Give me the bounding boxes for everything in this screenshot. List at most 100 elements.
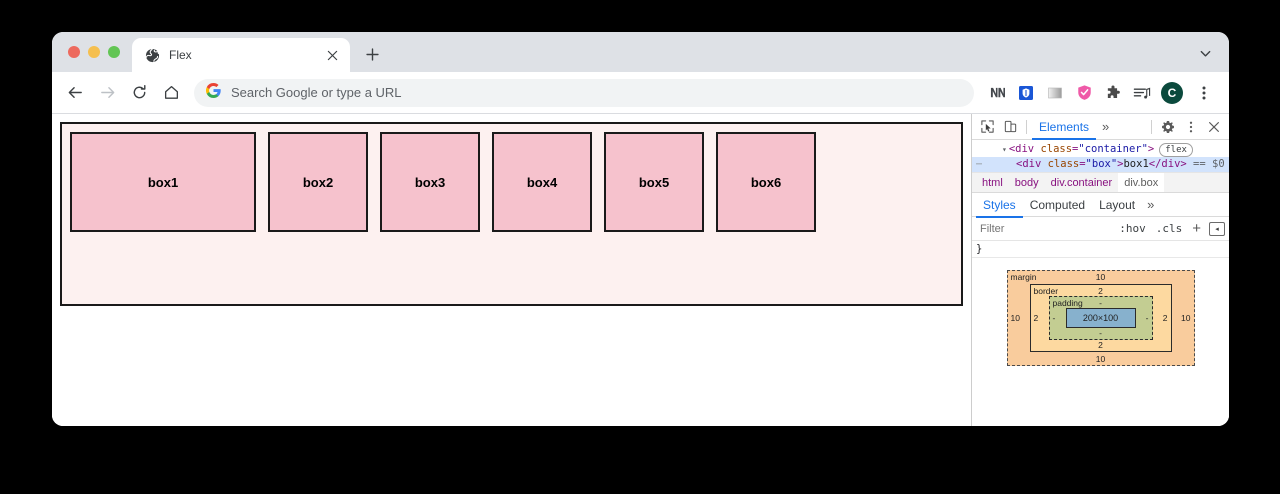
box-label: box1 [147, 174, 179, 190]
dom-eq: = [1072, 143, 1079, 155]
disclosure-triangle-icon[interactable]: ▾ [1002, 145, 1007, 154]
tab-elements[interactable]: Elements [1032, 114, 1097, 140]
margin-bottom-value[interactable]: 10 [1095, 354, 1106, 364]
forward-button[interactable] [92, 78, 122, 108]
box-label: box5 [638, 174, 670, 190]
hov-button[interactable]: :hov [1119, 222, 1146, 235]
dom-node-content: <div class="box">box1</div> == $0 [990, 157, 1225, 172]
reload-button[interactable] [124, 78, 154, 108]
dom-close-bracket: > [1147, 143, 1155, 155]
dom-open-tag: <div [1016, 158, 1048, 170]
flex-item-box2: box2 [268, 132, 368, 232]
padding-bottom-value[interactable]: - [1099, 328, 1102, 338]
news-extension-icon[interactable] [984, 80, 1010, 106]
close-tab-button[interactable] [324, 47, 340, 63]
flex-container: box1 box2 box3 box4 box5 box6 [60, 122, 963, 306]
styles-pane-body: margin 10 10 10 10 border 2 2 2 2 pa [972, 258, 1229, 426]
browser-menu-button[interactable] [1189, 78, 1219, 108]
browser-toolbar: Search Google or type a URL [52, 72, 1229, 114]
dom-attr-name: class [1040, 143, 1073, 155]
filter-input[interactable] [976, 219, 1112, 238]
styles-filter-row: :hov .cls + ◂ [972, 217, 1229, 241]
media-playlist-icon[interactable] [1129, 80, 1155, 106]
box-model-diagram: margin 10 10 10 10 border 2 2 2 2 pa [972, 258, 1229, 366]
flex-badge[interactable]: flex [1159, 143, 1193, 157]
dom-close-bracket: > [1117, 158, 1124, 170]
gray-extension-icon[interactable] [1042, 80, 1068, 106]
box-model-content-size[interactable]: 200×100 [1065, 308, 1136, 328]
margin-left-value[interactable]: 10 [1010, 313, 1020, 323]
breadcrumb-item-body[interactable]: body [1014, 176, 1039, 189]
flex-item-box5: box5 [604, 132, 704, 232]
cls-button[interactable]: .cls [1155, 222, 1183, 235]
toolbar-divider [1026, 119, 1027, 134]
tab-layout[interactable]: Layout [1099, 197, 1136, 212]
dom-node-container[interactable]: ▾<div class="container">flex [972, 142, 1229, 157]
new-tab-button[interactable] [358, 40, 386, 68]
window-controls [62, 32, 132, 72]
devtools-toolbar: Elements » [972, 114, 1229, 140]
flex-item-box4: box4 [492, 132, 592, 232]
chevron-down-icon[interactable] [1195, 43, 1215, 63]
padding-left-value[interactable]: - [1052, 313, 1056, 323]
home-button[interactable] [156, 78, 186, 108]
avatar[interactable]: C [1161, 81, 1183, 104]
breadcrumb-item-div-container[interactable]: div.container [1050, 176, 1113, 189]
breadcrumb-item-html[interactable]: html [982, 176, 1003, 189]
breadcrumb-item-div-box[interactable]: div.box [1118, 173, 1165, 192]
border-label: border [1033, 286, 1059, 296]
browser-tab-flex[interactable]: Flex [132, 38, 350, 72]
back-button[interactable] [60, 78, 90, 108]
minimize-window-button[interactable] [88, 46, 100, 58]
gear-icon[interactable] [1157, 116, 1179, 138]
border-left-value[interactable]: 2 [1033, 313, 1039, 323]
more-vertical-icon[interactable] [1180, 116, 1202, 138]
styles-rules-content: } [972, 241, 1229, 258]
tab-computed[interactable]: Computed [1029, 197, 1086, 212]
box-model-padding[interactable]: padding - - - - 200×100 [1048, 296, 1153, 340]
browser-window: Flex [52, 32, 1229, 426]
more-panels-button[interactable]: » [1102, 119, 1110, 134]
toolbar-divider-2 [1151, 119, 1152, 134]
dom-gutter-ellipsis[interactable]: ⋯ [976, 159, 983, 170]
maximize-window-button[interactable] [108, 46, 120, 58]
box-label: box6 [750, 174, 782, 190]
browser-body: box1 box2 box3 box4 box5 box6 [52, 114, 1229, 426]
shield-extension-icon[interactable] [1013, 80, 1039, 106]
breadcrumb: html body div.container div.box [972, 172, 1229, 192]
address-bar-text: Search Google or type a URL [231, 85, 402, 100]
dom-node-box1[interactable]: ⋯ <div class="box">box1</div> == $0 [972, 157, 1229, 172]
border-bottom-value[interactable]: 2 [1098, 340, 1103, 350]
styles-pane-tabs: Styles Computed Layout » [972, 192, 1229, 218]
padding-label: padding [1052, 298, 1083, 308]
padding-top-value[interactable]: - [1099, 298, 1102, 308]
page-viewport: box1 box2 box3 box4 box5 box6 [52, 114, 971, 426]
box-model-margin[interactable]: margin 10 10 10 10 border 2 2 2 2 pa [1006, 270, 1195, 366]
device-toggle-icon[interactable] [999, 116, 1021, 138]
flex-item-box6: box6 [716, 132, 816, 232]
margin-right-value[interactable]: 10 [1181, 313, 1191, 323]
inspect-cursor-icon[interactable] [976, 116, 998, 138]
dom-end-tag: </div> [1148, 158, 1187, 170]
box-model-border[interactable]: border 2 2 2 2 padding - - - - [1029, 284, 1172, 352]
new-style-rule-button[interactable]: + [1192, 220, 1201, 237]
computed-sidebar-toggle-icon[interactable]: ◂ [1209, 221, 1225, 236]
padding-right-value[interactable]: - [1145, 313, 1149, 323]
dom-attr-value: "box" [1085, 158, 1118, 170]
dom-attr-value: "container" [1078, 143, 1148, 155]
border-top-value[interactable]: 2 [1098, 286, 1103, 296]
more-styles-tabs-button[interactable]: » [1147, 197, 1155, 212]
pink-shield-extension-icon[interactable] [1071, 80, 1097, 106]
border-right-value[interactable]: 2 [1162, 313, 1168, 323]
flex-item-box3: box3 [380, 132, 480, 232]
tab-styles[interactable]: Styles [976, 192, 1023, 218]
address-bar[interactable]: Search Google or type a URL [194, 78, 974, 107]
close-window-button[interactable] [68, 46, 80, 58]
dom-text-node: box1 [1123, 158, 1149, 170]
globe-icon [144, 47, 160, 63]
puzzle-extensions-icon[interactable] [1100, 80, 1126, 106]
margin-label: margin [1010, 272, 1037, 282]
box-label: box2 [302, 174, 334, 190]
close-icon[interactable] [1203, 116, 1225, 138]
margin-top-value[interactable]: 10 [1095, 272, 1106, 282]
